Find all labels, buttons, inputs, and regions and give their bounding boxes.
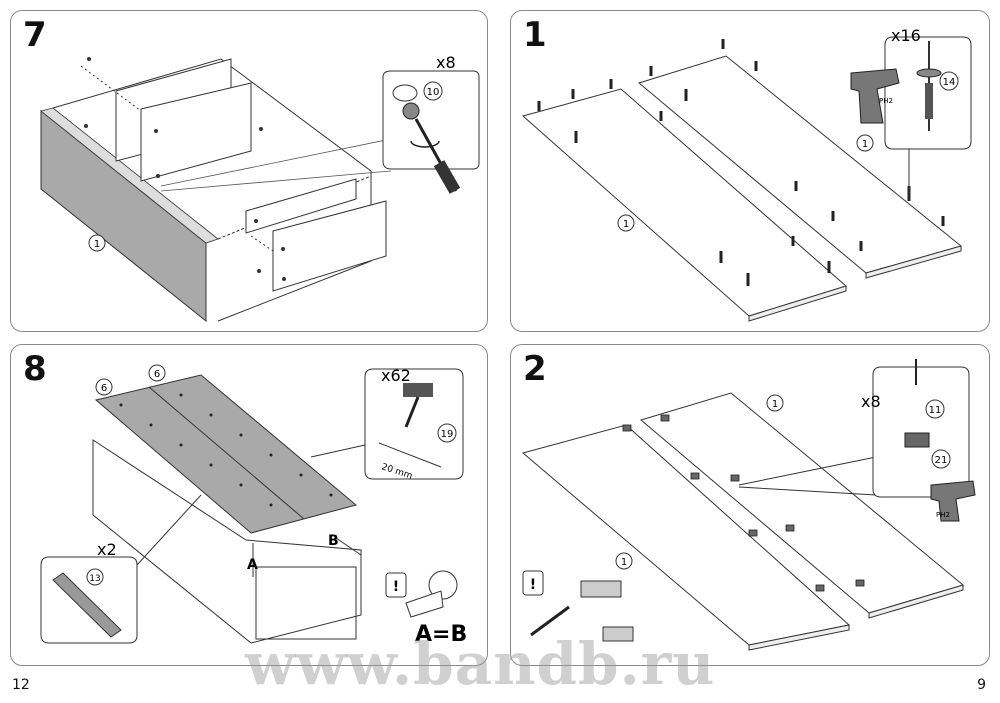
- part-label-13: 13: [89, 574, 100, 584]
- step-7-illustration: 1 10 x8: [40, 53, 480, 323]
- step-number: 2: [523, 349, 547, 389]
- svg-text:!: !: [530, 577, 536, 593]
- part-label-10: 10: [427, 87, 440, 98]
- step-number: 8: [23, 349, 47, 389]
- quantity-label: x8: [436, 53, 456, 72]
- bit-label: PH2: [936, 511, 950, 519]
- svg-text:!: !: [393, 579, 399, 595]
- page-number-left: 12: [12, 677, 30, 693]
- part-label-19: 19: [441, 429, 454, 440]
- step-number: 1: [523, 15, 547, 55]
- quantity-label: x16: [891, 26, 921, 45]
- step-1-illustration: PH2 x16 14 1 1: [521, 26, 972, 322]
- part-label-11: 11: [929, 405, 942, 416]
- part-label-6b: 6: [154, 369, 160, 380]
- quantity-label-2: x2: [97, 540, 117, 559]
- step-8-illustration: A B 6 6 x62 20 mm 19 x2 13 ! A=B: [40, 364, 467, 647]
- rule-text: A=B: [415, 622, 467, 647]
- part-label-6a: 6: [101, 383, 107, 394]
- part-label-1a: 1: [621, 557, 627, 568]
- part-label-21: 21: [935, 455, 948, 466]
- page-number-right: 9: [977, 677, 986, 693]
- bit-label: PH2: [879, 97, 893, 105]
- step-1-panel: 1 PH2 x16 14 1 1: [510, 10, 990, 332]
- part-label-1: 1: [94, 239, 100, 250]
- mark-a: A: [247, 557, 258, 573]
- step-7-panel: 7 1 10 x8: [10, 10, 488, 332]
- watermark: www.bandb.ru: [245, 630, 716, 698]
- mark-b: B: [328, 533, 339, 549]
- step-2-panel: 2 x8 11 21 PH2 1 1 !: [510, 344, 990, 666]
- quantity-label: x8: [861, 392, 881, 411]
- part-label-1a: 1: [623, 219, 629, 230]
- part-label-1b: 1: [772, 399, 778, 410]
- part-label-1b: 1: [862, 139, 868, 150]
- step-number: 7: [23, 15, 47, 55]
- step-2-illustration: x8 11 21 PH2 1 1 !: [521, 359, 976, 651]
- quantity-label: x62: [381, 366, 411, 385]
- step-8-panel: 8 A B 6 6 x62 20 mm 19: [10, 344, 488, 666]
- part-label-14: 14: [943, 77, 956, 88]
